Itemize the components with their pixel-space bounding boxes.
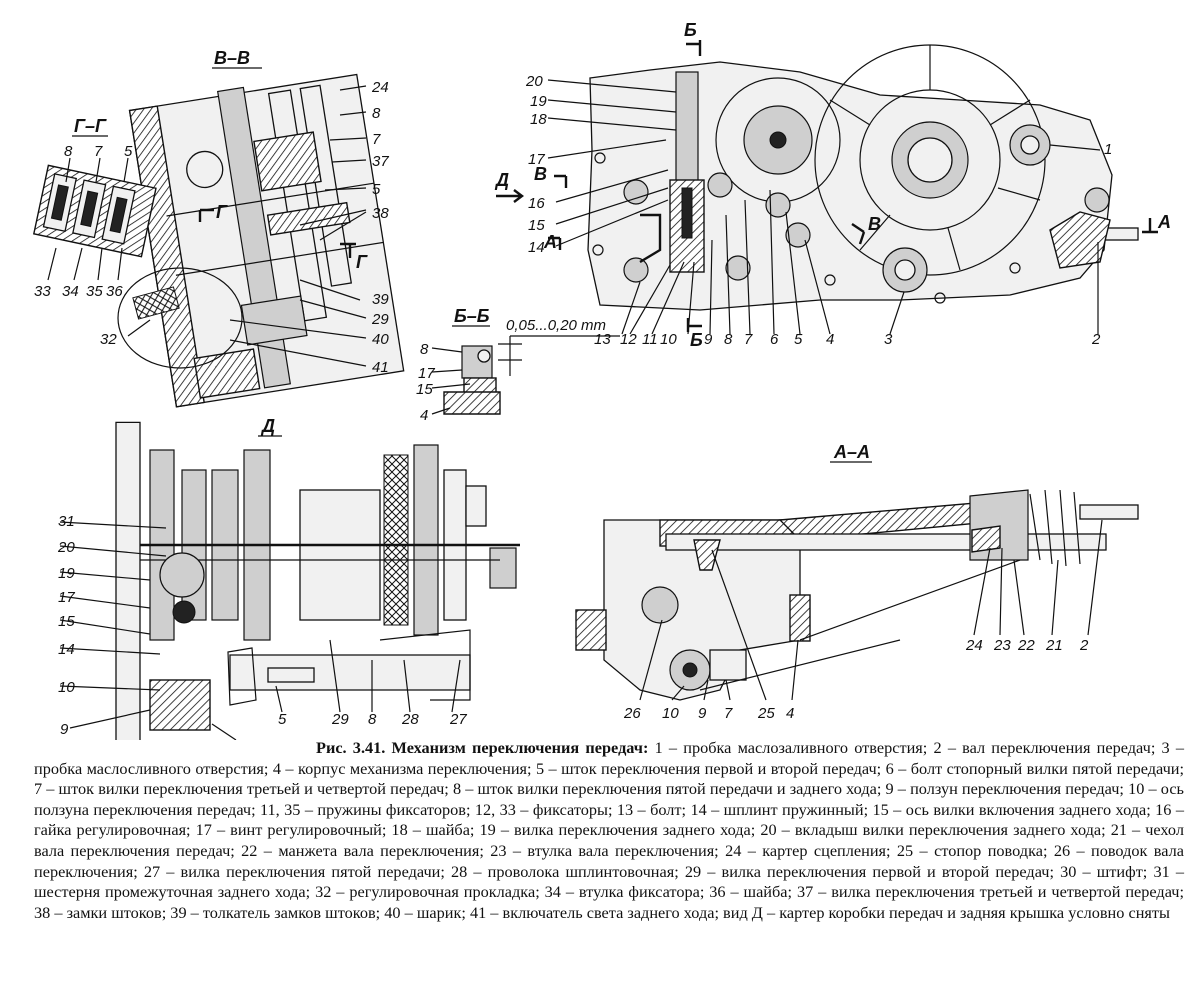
callout: 15 <box>58 613 75 630</box>
vv-callouts: 24 8 7 37 5 38 39 29 40 41 32 <box>100 79 389 376</box>
callout: 24 <box>965 637 983 654</box>
main-callouts: 20 19 18 17 16 15 14 13 12 11 10 9 8 7 6… <box>525 73 1112 348</box>
d-callouts: 31 20 19 17 15 14 10 9 30 5 29 8 28 27 <box>57 513 467 740</box>
callout: 11 <box>642 331 658 348</box>
callout: 20 <box>57 539 75 556</box>
callout: 14 <box>528 239 545 256</box>
callout: 4 <box>420 407 428 424</box>
marker-a-left: А <box>543 232 557 252</box>
view-d: Д 31 20 19 17 15 14 10 9 30 <box>57 416 520 740</box>
callout: 10 <box>58 679 75 696</box>
callout: 41 <box>372 359 389 376</box>
view-vv-title: В–В <box>214 48 250 68</box>
callout: 29 <box>331 711 349 728</box>
view-vv: В–В 24 8 7 37 5 38 39 29 <box>100 48 405 408</box>
callout: 19 <box>58 565 75 582</box>
caption-title: Рис. 3.41. Механизм переключения передач… <box>316 738 649 757</box>
callout: 19 <box>530 93 547 110</box>
gg-callouts: 8 7 5 33 34 35 36 <box>34 143 133 300</box>
callout: 10 <box>660 331 677 348</box>
callout: 4 <box>786 705 794 722</box>
callout: 5 <box>278 711 287 728</box>
callout: 15 <box>528 217 545 234</box>
marker-d: Д <box>494 170 509 190</box>
view-bb-small: Б–Б 0,05...0,20 mm 8 17 15 4 <box>416 306 620 424</box>
callout: 15 <box>416 381 433 398</box>
callout: 20 <box>525 73 543 90</box>
view-bsec-title: Б–Б <box>454 306 490 326</box>
callout: 39 <box>372 291 389 308</box>
callout: 5 <box>124 143 133 160</box>
callout: 38 <box>372 205 389 222</box>
callout: 7 <box>94 143 103 160</box>
callout: 8 <box>372 105 381 122</box>
callout: 8 <box>724 331 733 348</box>
marker-v-left: В <box>534 164 547 184</box>
bsec-callouts: 8 17 15 4 <box>416 341 435 424</box>
callout: 2 <box>1091 331 1101 348</box>
callout: 26 <box>623 705 641 722</box>
callout: 8 <box>64 143 73 160</box>
callout: 2 <box>1079 637 1089 654</box>
callout: 5 <box>794 331 803 348</box>
callout: 5 <box>372 181 381 198</box>
view-gg: Г–Г 8 7 5 33 34 35 36 <box>32 116 157 300</box>
callout: 8 <box>368 711 377 728</box>
aa-callouts: 24 23 22 21 2 26 10 9 7 25 4 <box>623 637 1089 722</box>
callout: 12 <box>620 331 637 348</box>
drawing-canvas: В–В 24 8 7 37 5 38 39 29 <box>32 20 1171 740</box>
callout: 37 <box>372 153 389 170</box>
callout: 9 <box>704 331 713 348</box>
callout: 9 <box>60 721 69 738</box>
callout: 7 <box>744 331 753 348</box>
callout: 36 <box>106 283 123 300</box>
callout: 13 <box>594 331 611 348</box>
callout: 40 <box>372 331 389 348</box>
callout: 29 <box>371 311 389 328</box>
callout: 21 <box>1045 637 1063 654</box>
callout: 4 <box>826 331 834 348</box>
marker-a-right: А <box>1157 212 1171 232</box>
callout: 14 <box>58 641 75 658</box>
marker-b-top: Б <box>684 20 697 40</box>
callout: 7 <box>724 705 733 722</box>
marker-g-bottom: Г <box>356 252 368 272</box>
callout: 8 <box>420 341 429 358</box>
clearance-dimension: 0,05...0,20 mm <box>506 317 606 334</box>
marker-b-bottom: Б <box>690 330 703 350</box>
callout: 17 <box>528 151 545 168</box>
callout: 22 <box>1017 637 1035 654</box>
technical-drawing: В–В 24 8 7 37 5 38 39 29 <box>32 20 1171 740</box>
figure-caption: Рис. 3.41. Механизм переключения передач… <box>34 738 1184 923</box>
main-view: 20 19 18 17 16 15 14 13 12 11 10 9 8 7 6… <box>494 20 1171 350</box>
callout: 6 <box>770 331 779 348</box>
callout: 9 <box>698 705 707 722</box>
marker-v-right: В <box>868 214 881 234</box>
view-d-title: Д <box>260 416 275 436</box>
callout: 25 <box>757 705 775 722</box>
callout: 34 <box>62 283 79 300</box>
callout: 24 <box>371 79 389 96</box>
view-aa: А–А 24 23 22 21 2 26 10 9 7 25 <box>575 442 1139 722</box>
callout: 32 <box>100 331 117 348</box>
callout: 27 <box>449 711 467 728</box>
callout: 23 <box>993 637 1011 654</box>
callout: 18 <box>530 111 547 128</box>
marker-g-top: Г <box>216 202 228 222</box>
view-gg-title: Г–Г <box>74 116 107 136</box>
callout: 28 <box>401 711 419 728</box>
callout: 1 <box>1104 141 1112 158</box>
callout: 7 <box>372 131 381 148</box>
callout: 31 <box>58 513 75 530</box>
callout: 3 <box>884 331 893 348</box>
callout: 35 <box>86 283 103 300</box>
callout: 10 <box>662 705 679 722</box>
callout: 30 <box>240 737 257 740</box>
view-aa-title: А–А <box>833 442 870 462</box>
callout: 17 <box>58 589 75 606</box>
callout: 17 <box>418 365 435 382</box>
caption-body: 1 – пробка маслозаливного отверстия; 2 –… <box>34 738 1184 922</box>
callout: 16 <box>528 195 545 212</box>
callout: 33 <box>34 283 51 300</box>
